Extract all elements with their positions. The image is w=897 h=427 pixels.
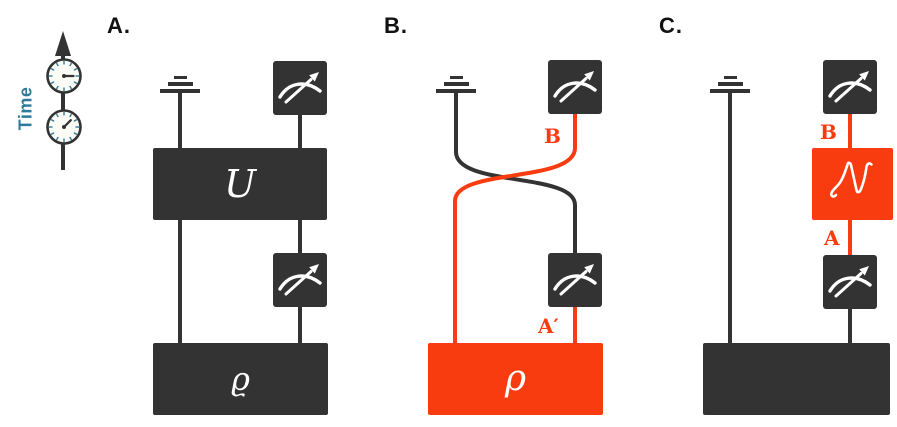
time-axis-label: Time	[15, 86, 36, 131]
ground-symbol	[160, 76, 200, 93]
measurement-gauge-icon	[278, 262, 322, 296]
measurement-box	[273, 253, 327, 307]
swap-wires	[453, 91, 577, 343]
time-arrow-icon	[38, 31, 90, 170]
state-box: ϱ	[153, 343, 328, 415]
wire-crossing-dark	[454, 91, 577, 253]
measurement-box	[823, 255, 877, 309]
wire-label-a-prime: A′	[538, 314, 559, 338]
state-box-unlabeled	[703, 343, 890, 415]
ground-symbol	[710, 76, 750, 93]
arrow-head-icon	[55, 31, 71, 56]
ground-symbol	[436, 76, 476, 93]
measurement-box	[548, 253, 602, 307]
measurement-gauge-icon	[828, 264, 872, 298]
measurement-gauge-icon	[553, 69, 597, 103]
state-box-label: ϱ	[231, 360, 250, 398]
clock-icon	[48, 111, 81, 144]
measurement-gauge-icon	[828, 69, 872, 103]
wire-label-a: A	[824, 226, 840, 250]
state-box-label: ρ	[504, 358, 527, 399]
measurement-gauge-icon	[278, 70, 322, 104]
measurement-box	[273, 61, 327, 115]
panel-c-label: C.	[659, 13, 683, 38]
wire-red	[848, 114, 852, 148]
clock-icon	[48, 60, 81, 93]
measurement-box	[823, 60, 877, 114]
channel-box	[812, 148, 893, 220]
wire	[848, 307, 852, 343]
wire-crossing-red	[453, 113, 577, 343]
measurement-box	[548, 60, 602, 114]
unitary-box: U	[153, 148, 327, 220]
state-box: ρ	[428, 343, 603, 415]
channel-script-n-glyph	[830, 161, 873, 198]
wire	[298, 305, 302, 343]
measurement-gauge-icon	[553, 262, 597, 296]
wire	[298, 220, 302, 253]
panel-a-label: A.	[107, 13, 131, 38]
wire-label-b: B	[820, 120, 837, 144]
wire-label-b: B	[544, 124, 561, 148]
wire	[178, 91, 182, 148]
panel-b-label: B.	[384, 13, 408, 38]
unitary-box-label: U	[223, 162, 257, 206]
wire	[178, 220, 182, 343]
wire-red	[848, 220, 852, 255]
wire	[298, 115, 302, 148]
wire	[728, 91, 732, 343]
